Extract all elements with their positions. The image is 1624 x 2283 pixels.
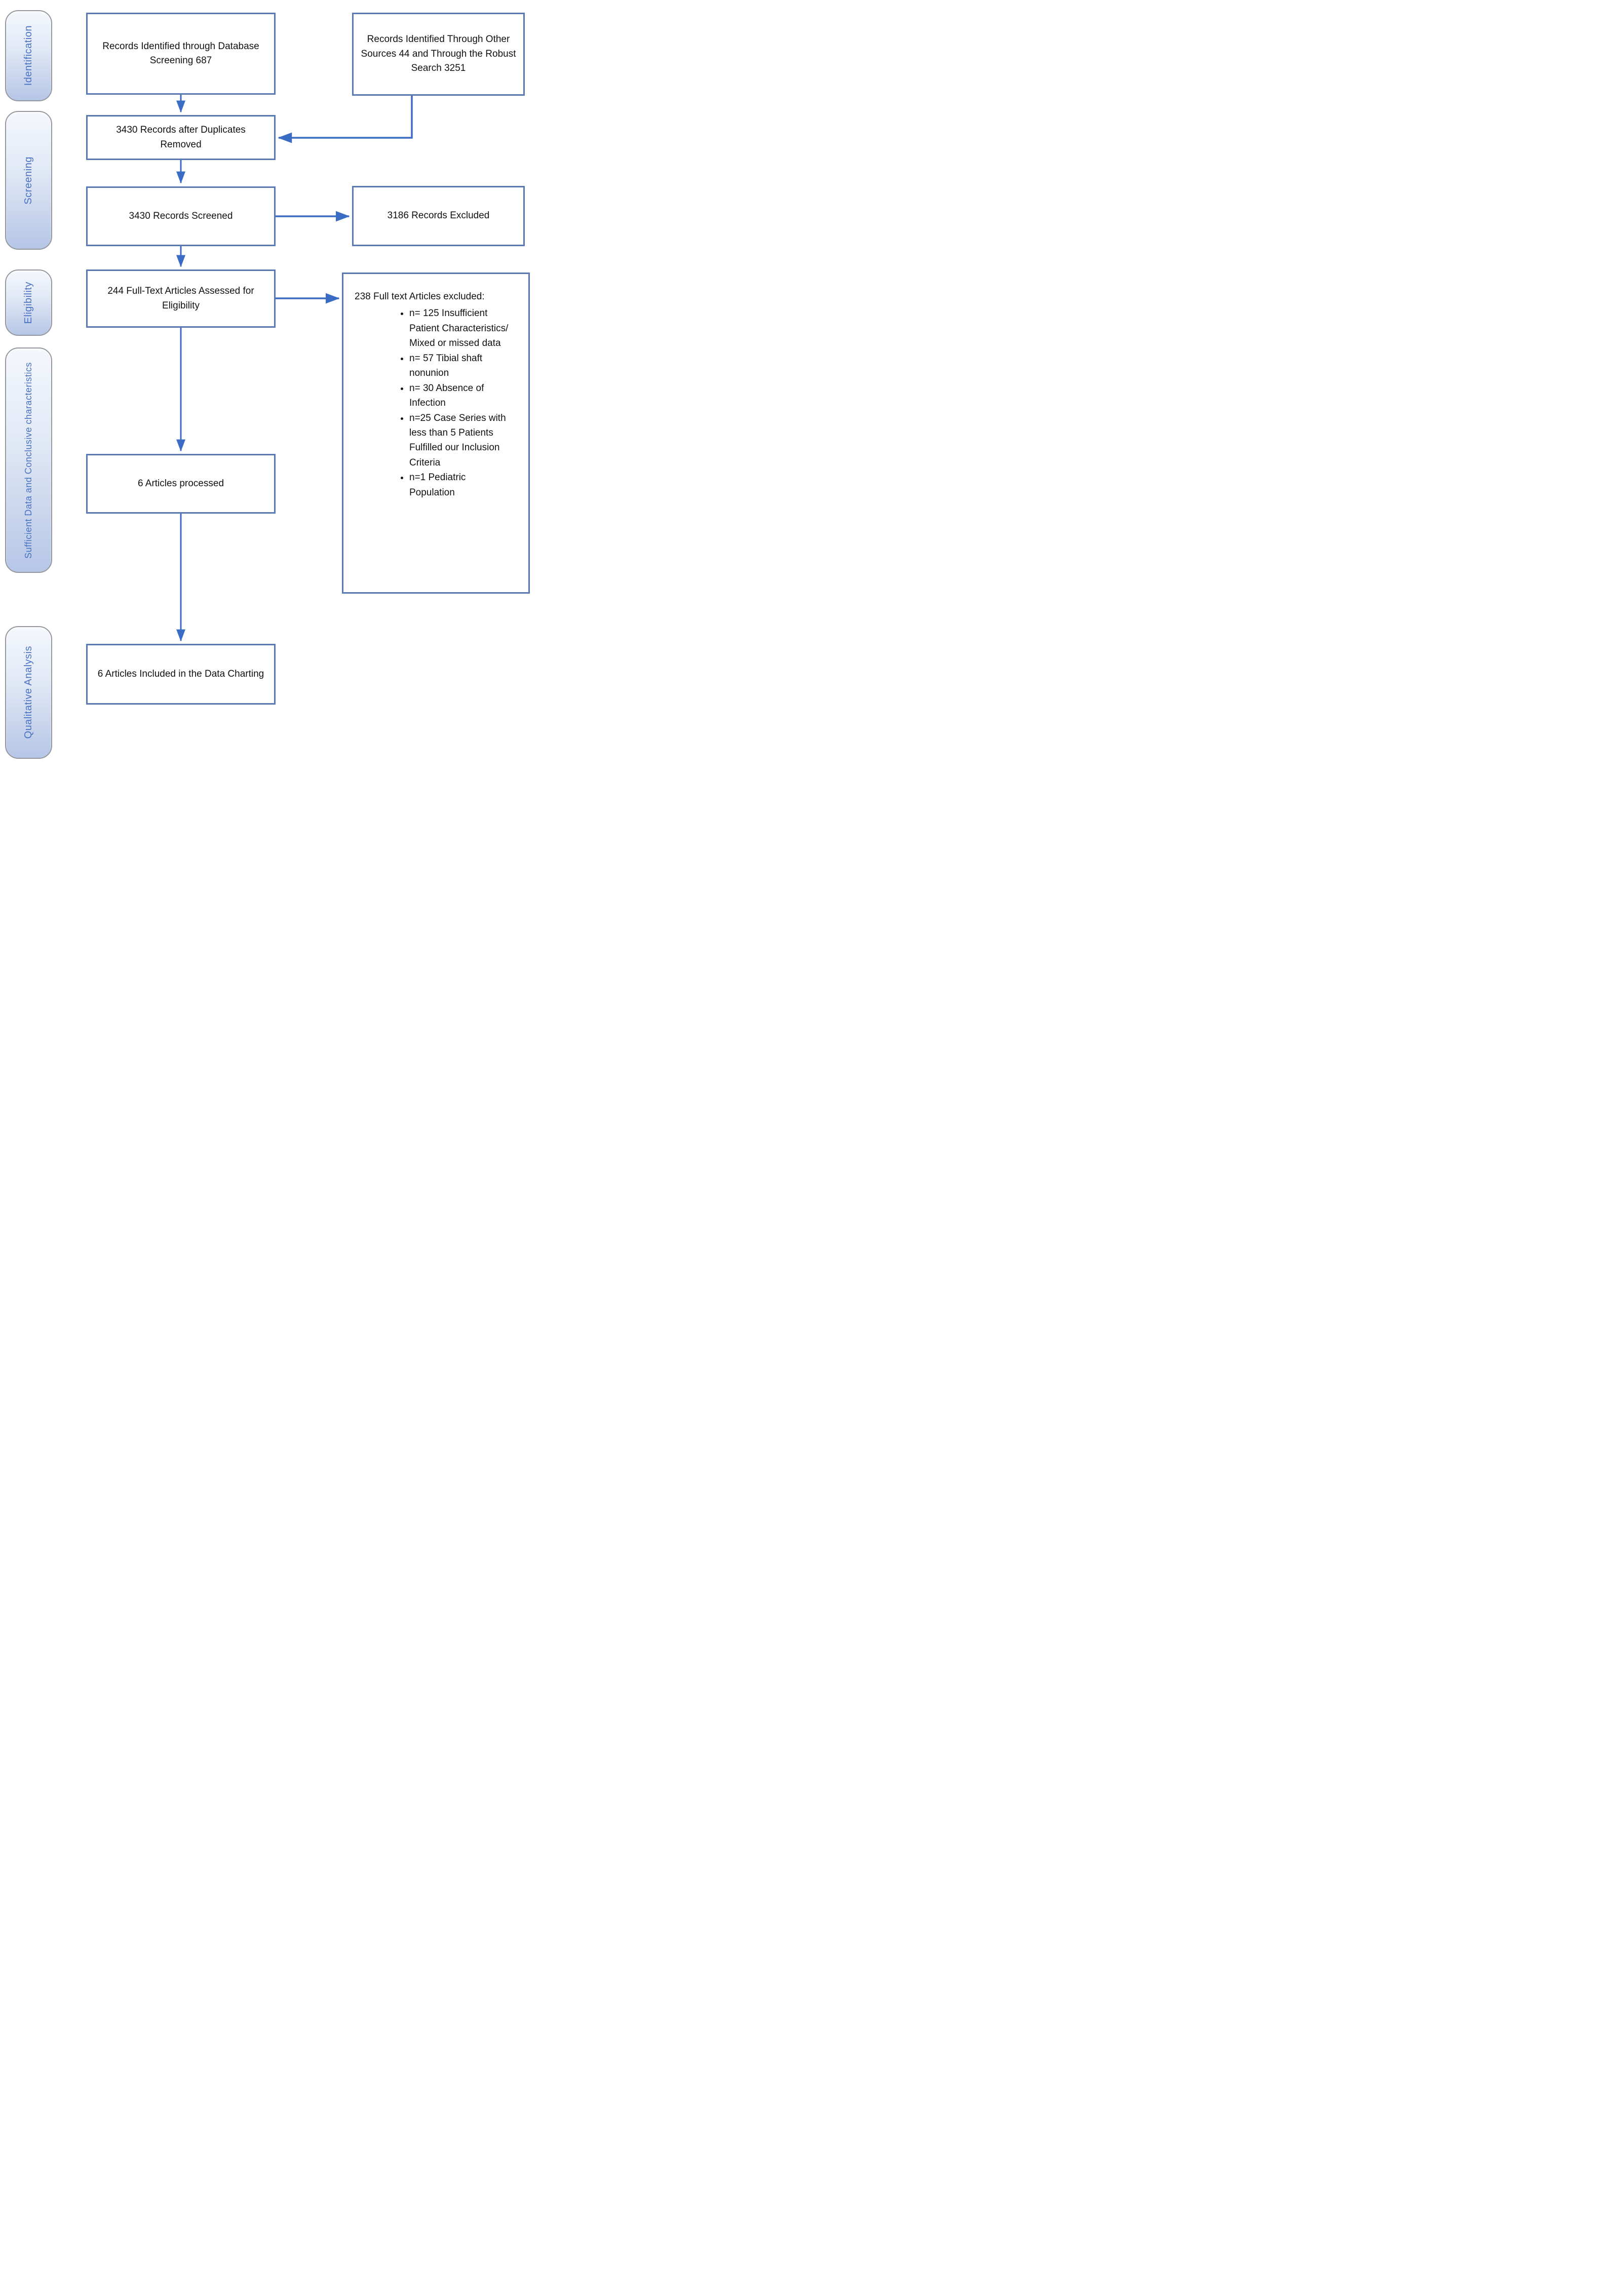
- stage-screening: Screening: [5, 111, 52, 250]
- box-records-screened-text: 3430 Records Screened: [129, 210, 233, 221]
- box-duplicates-removed: 3430 Records after Duplicates Removed: [86, 115, 276, 160]
- stage-identification: Identification: [5, 10, 52, 101]
- box-fulltext-assessed: 244 Full-Text Articles Assessed for Elig…: [86, 269, 276, 328]
- stage-eligibility-label: Eligibility: [23, 281, 34, 324]
- excluded-reason-item: n= 30 Absence of Infection: [409, 381, 511, 411]
- box-articles-included: 6 Articles Included in the Data Charting: [86, 644, 276, 705]
- box-records-database: Records Identified through Database Scre…: [86, 13, 276, 95]
- excluded-reason-item: n=25 Case Series with less than 5 Patien…: [409, 411, 511, 471]
- stage-eligibility: Eligibility: [5, 269, 52, 336]
- box-duplicates-removed-text: 3430 Records after Duplicates Removed: [116, 125, 246, 150]
- box-records-screened: 3430 Records Screened: [86, 186, 276, 246]
- stage-sufficient-data: Sufficient Data and Conclusive character…: [5, 347, 52, 573]
- fulltext-excluded-header: 238 Full text Articles excluded:: [355, 291, 485, 302]
- box-records-excluded-text: 3186 Records Excluded: [387, 210, 490, 221]
- arrow-other-sources-to-dedup: [278, 96, 413, 143]
- excluded-reason-item: n= 57 Tibial shaft nonunion: [409, 351, 511, 381]
- box-records-other-sources-text: Records Identified Through Other Sources…: [361, 34, 516, 74]
- stage-identification-label: Identification: [23, 25, 34, 86]
- box-records-other-sources: Records Identified Through Other Sources…: [352, 13, 525, 96]
- box-fulltext-assessed-text: 244 Full-Text Articles Assessed for Elig…: [107, 286, 254, 311]
- excluded-reason-item: n=1 Pediatric Population: [409, 470, 511, 500]
- stage-sufficient-data-label: Sufficient Data and Conclusive character…: [23, 362, 33, 559]
- box-records-excluded: 3186 Records Excluded: [352, 186, 525, 246]
- box-fulltext-excluded: 238 Full text Articles excluded: n= 125 …: [342, 273, 530, 594]
- box-articles-included-text: 6 Articles Included in the Data Charting: [97, 668, 264, 679]
- box-articles-processed: 6 Articles processed: [86, 454, 276, 514]
- prisma-flow-diagram: Identification Screening Eligibility Suf…: [0, 0, 542, 761]
- excluded-reason-item: n= 125 Insufficient Patient Characterist…: [409, 306, 511, 351]
- stage-qualitative-analysis-label: Qualitative Analysis: [23, 646, 34, 739]
- box-articles-processed-text: 6 Articles processed: [137, 478, 224, 489]
- fulltext-excluded-reason-list: n= 125 Insufficient Patient Characterist…: [355, 306, 517, 500]
- box-records-database-text: Records Identified through Database Scre…: [102, 41, 259, 66]
- stage-qualitative-analysis: Qualitative Analysis: [5, 626, 52, 759]
- stage-screening-label: Screening: [23, 156, 34, 205]
